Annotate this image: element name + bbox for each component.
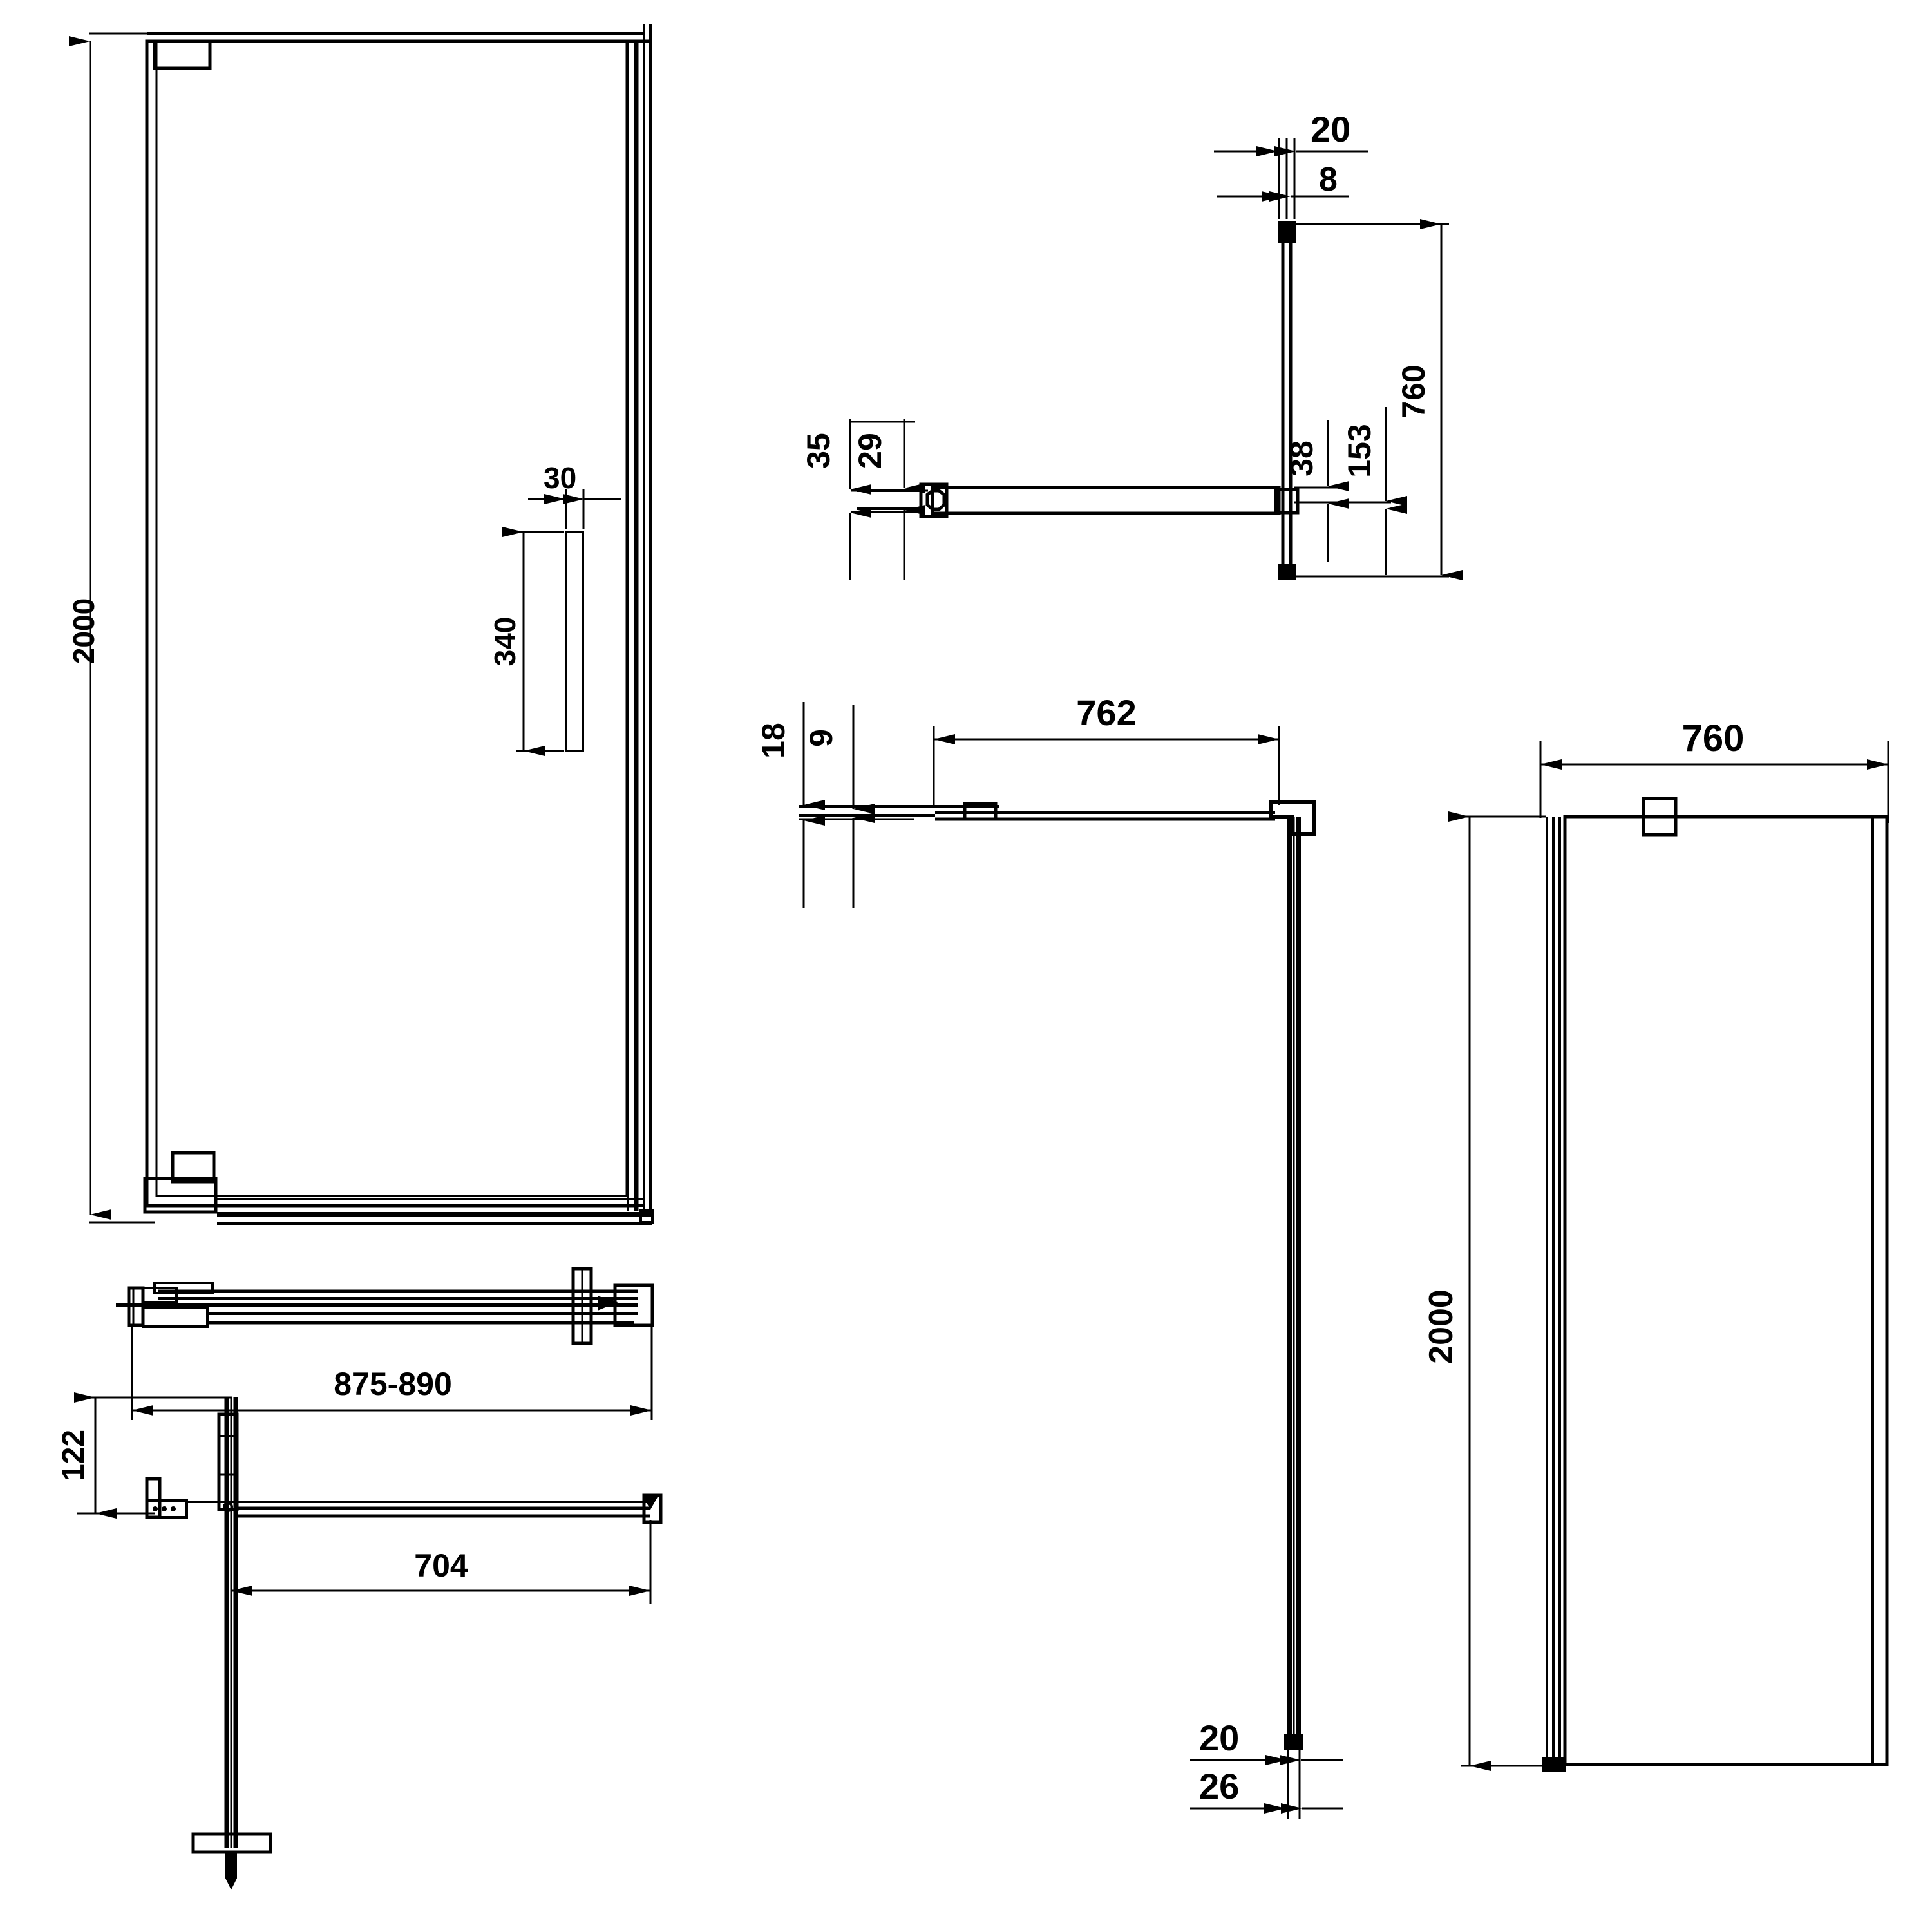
- dim-bracket-35-29: [849, 419, 928, 580]
- dim-label-38: 38: [1283, 440, 1320, 477]
- door-bottom-hinge-plate: [171, 1151, 216, 1184]
- view-door-top-section: [116, 1267, 654, 1345]
- dim-label-29: 29: [852, 433, 888, 469]
- dim-label-20-bottom: 20: [1199, 1718, 1239, 1758]
- dim-glass-704: [230, 1520, 652, 1604]
- botsec-wall-bracket: [145, 1477, 162, 1519]
- dim-label-760-right: 760: [1682, 717, 1745, 759]
- mid-post-foot-cap: [1284, 1734, 1303, 1750]
- dim-label-8: 8: [1319, 161, 1338, 198]
- view-front-elevation-door: [143, 24, 654, 1225]
- dim-handle-length-340: [502, 527, 564, 756]
- panel-glass-outline: [1563, 815, 1889, 1766]
- dim-label-153: 153: [1341, 424, 1378, 477]
- topsec-hinge-upper: [142, 1287, 178, 1303]
- topsec-hinge-lower: [142, 1306, 209, 1328]
- dim-post-20-26: [1190, 1747, 1343, 1819]
- dim-label-340: 340: [488, 617, 522, 667]
- dim-label-2000-right: 2000: [1423, 1289, 1460, 1364]
- dim-profile-18-9: [799, 702, 914, 908]
- dim-label-760-top: 760: [1396, 365, 1432, 418]
- view-top-plan-detail: [857, 221, 1300, 580]
- mid-rail-end-cap: [963, 802, 998, 821]
- botsec-screw-dot-1: [153, 1506, 158, 1511]
- mid-corner-bracket: [1269, 800, 1316, 836]
- plan-top-bracket: [1278, 221, 1296, 243]
- view-side-panel-elevation: [1542, 797, 1889, 1772]
- plan-bar-screw-head: [925, 489, 946, 511]
- dim-handle-width-30: [528, 489, 621, 529]
- dim-door-height-2000: [69, 32, 155, 1224]
- plan-support-bar: [931, 486, 1281, 515]
- dim-label-18: 18: [755, 723, 791, 759]
- dim-label-875-890: 875-890: [334, 1366, 452, 1402]
- view-door-bottom-section: [145, 1397, 663, 1890]
- plan-bottom-bracket: [1278, 564, 1296, 580]
- door-bottom-hinge-block: [143, 1177, 218, 1214]
- panel-wall-foot: [1542, 1757, 1566, 1772]
- botsec-screw-dot-2: [162, 1506, 167, 1511]
- plan-bar-connector-block: [1274, 488, 1300, 515]
- dim-thickness-20-8: [1214, 138, 1368, 219]
- dim-wall-122: [74, 1392, 232, 1519]
- dim-label-122: 122: [57, 1430, 91, 1481]
- plan-bar-end-cap: [919, 482, 949, 518]
- botsec-right-catch: [642, 1493, 663, 1524]
- dim-label-20-top: 20: [1311, 109, 1350, 149]
- botsec-right-catch-wedge: [643, 1497, 658, 1510]
- door-top-hinge-block: [153, 39, 212, 70]
- view-mid-plan-detail: [799, 800, 1316, 1750]
- dim-label-9: 9: [803, 729, 839, 747]
- topsec-right-catch-block: [613, 1283, 654, 1327]
- dim-plan-vertical-stack: [1291, 219, 1463, 580]
- botsec-wall-bracket-foot: [146, 1499, 188, 1519]
- door-handle-bar: [565, 531, 584, 752]
- dim-label-35: 35: [800, 433, 837, 469]
- panel-bar-fixing-block: [1642, 797, 1678, 837]
- door-sill-end-cap: [639, 1209, 654, 1224]
- dim-label-762: 762: [1076, 692, 1136, 733]
- topsec-right-catch-wedge: [598, 1296, 620, 1311]
- topsec-hinge-cap: [153, 1282, 214, 1294]
- dim-panel-width-762: [933, 726, 1280, 805]
- door-glass-outline: [145, 39, 638, 1208]
- dim-label-26: 26: [1199, 1766, 1239, 1806]
- door-glass-inner-line: [155, 40, 628, 1197]
- botsec-screw-dot-3: [171, 1506, 176, 1511]
- dim-overall-875-890: [131, 1327, 653, 1420]
- dim-panel-height-2000: [1448, 811, 1544, 1771]
- dim-label-2000-left: 2000: [67, 598, 100, 664]
- dim-label-30: 30: [544, 461, 576, 495]
- dim-label-704: 704: [414, 1548, 468, 1584]
- botsec-base-point: [225, 1851, 237, 1890]
